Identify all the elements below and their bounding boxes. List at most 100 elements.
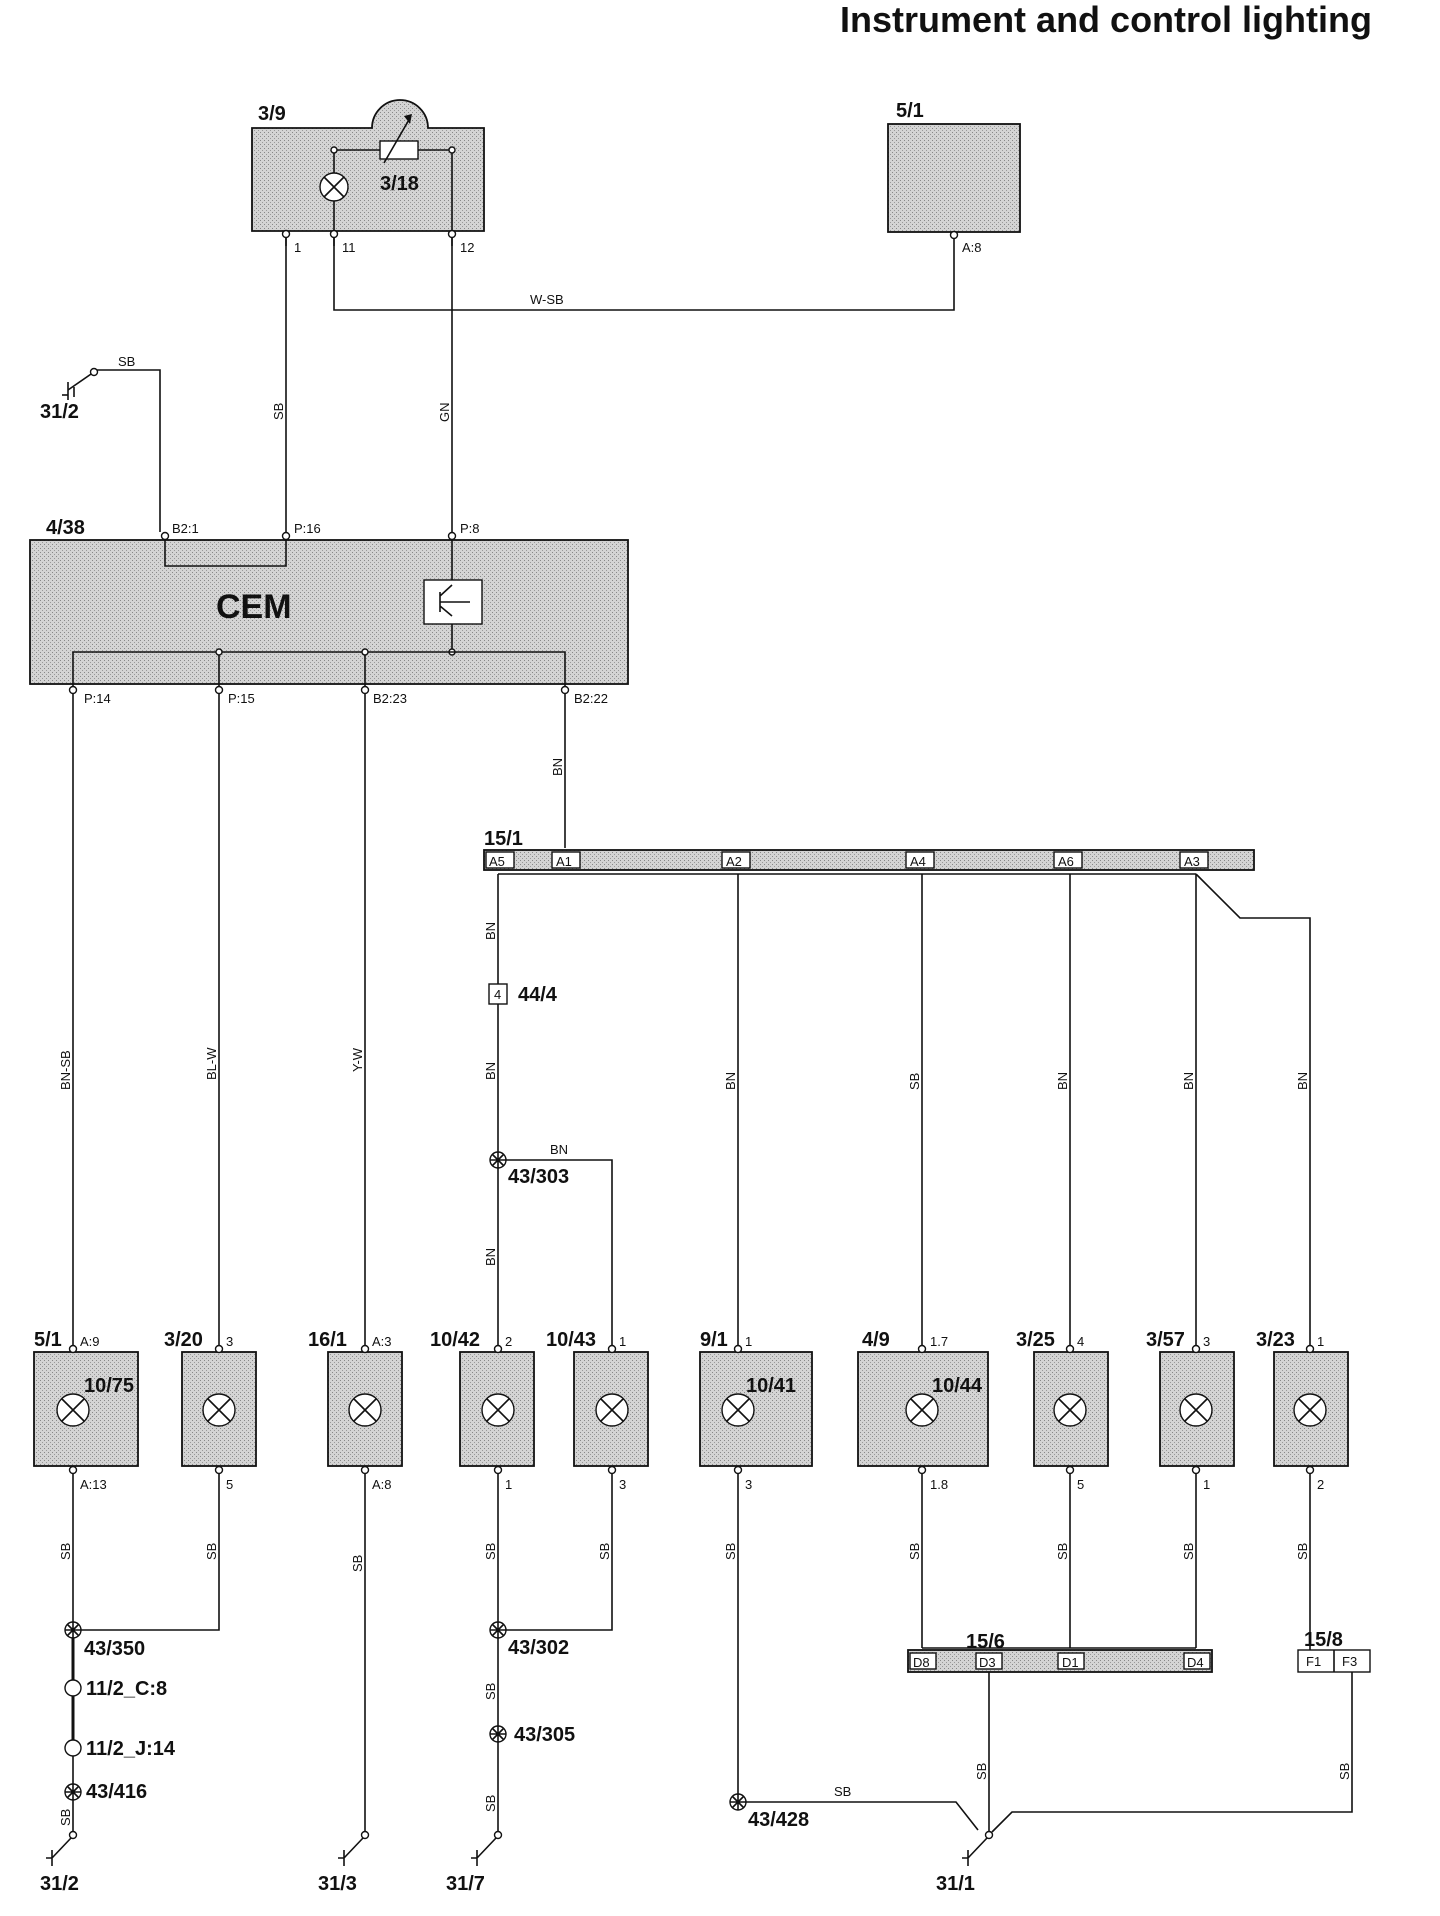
lamp-3-25: 3/25 4 5 [1016,1329,1109,1492]
wire-label-sb: SB [597,1543,612,1560]
lamp-code: 10/41 [746,1375,796,1397]
ground-31-2-bottom: 31/2 [40,1830,79,1895]
lamp-3-23: 3/23 1 2 [1256,1329,1349,1492]
pin-label: 3 [619,1477,626,1492]
connector-15-1-label: 15/1 [484,828,523,850]
wire-label-gn: GN [437,403,452,423]
pin-label: B2:22 [574,691,608,706]
pin-label: B2:1 [172,521,199,536]
component-3-18-label: 3/18 [380,173,419,195]
wire-label-bn: BN [550,1142,568,1157]
connector-15-6: 15/6 D8 D3 D1 D4 [907,1631,1213,1673]
splice-43-350-label: 43/350 [84,1638,145,1660]
lamp-code: 10/75 [84,1375,134,1397]
lamp-label: 10/43 [546,1329,596,1351]
pin-label: A5 [489,854,505,869]
lamp-label: 5/1 [34,1329,62,1351]
wire-label-sb: SB [1295,1543,1310,1560]
wire-label-sb: SB [483,1683,498,1700]
lamp-label: 9/1 [700,1329,728,1351]
pin-label: 1 [745,1334,752,1349]
splice-43-305-label: 43/305 [514,1724,575,1746]
lamp-bulb-icon [1053,1393,1087,1427]
lamp-10-43: 10/43 1 3 [546,1329,649,1492]
component-4-38-label: 4/38 [46,517,85,539]
connector-15-1: 15/1 A5 A1 A2 A4 A6 A3 [483,828,1255,871]
lamp-bulb-icon [1179,1393,1213,1427]
splice-43-302: 43/302 [489,1621,569,1659]
lamp-label: 3/25 [1016,1329,1055,1351]
pin-label: 3 [1203,1334,1210,1349]
pin-label: A2 [726,854,742,869]
connector-11-2-j14-label: 11/2_J:14 [86,1738,176,1760]
connector-44-4-label: 44/4 [518,984,558,1006]
wire-label-bn: BN [1295,1072,1310,1090]
splice-43-428: 43/428 [729,1793,809,1831]
lamp-10-42: 10/42 2 1 [430,1329,535,1492]
wire-label-sb: SB [1181,1543,1196,1560]
wire-label-bn: BN [723,1072,738,1090]
ground-label: 31/7 [446,1873,485,1895]
wire-label-sb: SB [483,1543,498,1560]
connector-15-8-label: 15/8 [1304,1629,1343,1651]
pin-label: P:16 [294,521,321,536]
pin-label: B2:23 [373,691,407,706]
ground-31-1: 31/1 [936,1830,994,1895]
pin-label: 11 [342,240,356,255]
wire-label-sb: SB [58,1543,73,1560]
lamp-16-1: 16/1 A:3 A:8 [308,1329,403,1492]
splice-43-302-label: 43/302 [508,1637,569,1659]
wire-label-wsb: W-SB [530,292,564,307]
pin-label: 1.8 [930,1477,948,1492]
wire-label-sb: SB [1337,1763,1352,1780]
pin-label: 1 [1203,1477,1210,1492]
connector-11-2-c8-label: 11/2_C:8 [86,1678,167,1700]
wire-label-blw: BL-W [204,1047,219,1080]
lamp-label: 3/23 [1256,1329,1295,1351]
lamp-label: 10/42 [430,1329,480,1351]
pin-label: 1 [505,1477,512,1492]
wire-label-sb: SB [1055,1543,1070,1560]
pin-label: F3 [1342,1654,1357,1669]
lamp-bulb-icon [721,1393,755,1427]
pin-label: D1 [1062,1655,1079,1670]
lamp-bulb-icon [905,1393,939,1427]
component-3-9-label: 3/9 [258,103,286,125]
lamp-label: 3/20 [164,1329,203,1351]
wire-label-bn: BN [1181,1072,1196,1090]
splice-43-428-label: 43/428 [748,1809,809,1831]
pin-label: 2 [505,1334,512,1349]
pin-label: A4 [910,854,926,869]
connector-44-4: 4 44/4 [488,983,558,1006]
pin-label: 3 [226,1334,233,1349]
pin-label: D8 [913,1655,930,1670]
diagram-title: Instrument and control lighting [840,0,1372,40]
pin-label: F1 [1306,1654,1321,1669]
splice-43-350: 43/350 [64,1621,145,1660]
pin-label: A:13 [80,1477,107,1492]
pin-label: 12 [460,240,474,255]
rheostat-symbol [379,140,419,160]
ground-31-3: 31/3 [318,1830,370,1895]
connector-11-2-c8: 11/2_C:8 [64,1678,167,1700]
lamp-bulb-icon [1293,1393,1327,1427]
wire-label-sb: SB [974,1763,989,1780]
wire-label-bn: BN [1055,1072,1070,1090]
pin-label: 5 [1077,1477,1084,1492]
lamp-5-1: 5/1 A:9 10/75 A:13 [33,1329,139,1492]
ground-31-2-top: SB 31/2 [40,354,161,532]
pin-label: 2 [1317,1477,1324,1492]
pin-label: D4 [1187,1655,1204,1670]
pin-label: P:8 [460,521,480,536]
lamp-bulb-icon [595,1393,629,1427]
lamp-label: 4/9 [862,1329,890,1351]
lamp-3-20: 3/20 3 5 [164,1329,257,1492]
component-3-9: 3/9 3/18 1 11 12 [251,99,485,255]
wire-label-bn: BN [483,1248,498,1266]
pin-label: 1.7 [930,1334,948,1349]
wire-label-bnsb: BN-SB [58,1050,73,1090]
ground-31-7: 31/7 [446,1830,503,1895]
pin-label: A1 [556,854,572,869]
pin-label: A6 [1058,854,1074,869]
